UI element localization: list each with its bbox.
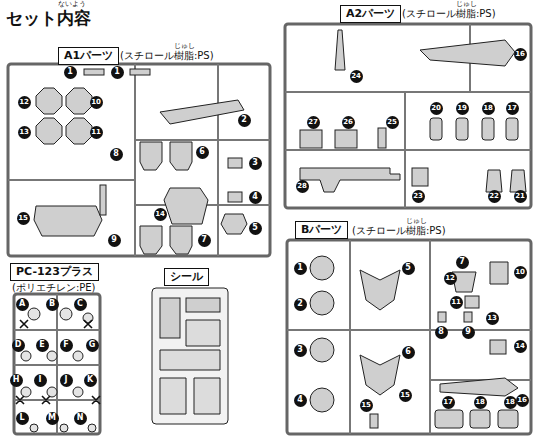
page-title: セット内容: [6, 10, 91, 27]
callout-number: 7: [198, 234, 211, 247]
callout-number: M: [46, 412, 59, 425]
furigana: じゅし: [174, 43, 195, 50]
part-group-header: A1パーツ: [58, 47, 119, 65]
callout-number: 20: [430, 102, 443, 115]
header-text: Bパーツ: [301, 224, 342, 236]
header-text: A1パーツ: [64, 50, 113, 62]
callout-number: 5: [402, 262, 415, 275]
header-text: シール: [170, 271, 203, 283]
callout-number: 18: [474, 396, 487, 409]
callout-number: 2: [238, 114, 251, 127]
callout-number: 5: [249, 222, 262, 235]
part-group-header: Bパーツ: [295, 221, 348, 239]
callout-number: H: [10, 374, 23, 387]
callout-number: 19: [456, 102, 469, 115]
callout-number: J: [60, 374, 73, 387]
callout-number: D: [12, 339, 25, 352]
callout-number: 8: [435, 326, 448, 339]
callout-number: 27: [307, 116, 320, 129]
callout-number: G: [86, 339, 99, 352]
callout-number: 16: [516, 394, 529, 407]
furigana: じゅし: [406, 218, 427, 225]
callout-number: 1: [64, 66, 77, 79]
callout-number: 15: [17, 212, 30, 225]
callout-number: 17: [506, 102, 519, 115]
callout-number: 11: [90, 126, 103, 139]
callout-number: 6: [196, 146, 209, 159]
callout-number: 25: [386, 116, 399, 129]
callout-number: 2: [294, 298, 307, 311]
callout-number: 3: [294, 344, 307, 357]
callout-number: F: [60, 339, 73, 352]
callout-number: 10: [514, 266, 527, 279]
callout-number: 24: [350, 70, 363, 83]
callout-number: 14: [514, 340, 527, 353]
callout-number: 4: [294, 394, 307, 407]
callout-number: I: [34, 374, 47, 387]
furigana: じゅし: [456, 1, 477, 8]
callout-number: L: [16, 412, 29, 425]
part-group-header: シール: [164, 268, 209, 286]
callout-number: 9: [462, 326, 475, 339]
callout-number: 26: [342, 116, 355, 129]
material-note: (スチロール樹脂:PS): [402, 9, 496, 19]
callout-number: 1: [294, 262, 307, 275]
callout-number: 15: [399, 389, 412, 402]
furigana: ないよう: [58, 1, 86, 8]
callout-number: 4: [249, 191, 262, 204]
callout-number: 28: [296, 180, 309, 193]
callout-number: 11: [450, 296, 463, 309]
callout-number: 16: [514, 48, 527, 61]
callout-number: E: [36, 339, 49, 352]
callout-number: 18: [482, 102, 495, 115]
callout-number: 3: [249, 157, 262, 170]
part-group-header: A2パーツ: [340, 5, 401, 23]
callout-number: 8: [110, 148, 123, 161]
callout-number: B: [46, 298, 59, 311]
callout-number: 6: [402, 346, 415, 359]
header-text: A2パーツ: [346, 8, 395, 20]
callout-number: 22: [488, 190, 501, 203]
callout-number: 12: [18, 96, 31, 109]
callout-number: 17: [442, 396, 455, 409]
callout-number: 23: [412, 190, 425, 203]
callout-number: N: [74, 412, 87, 425]
callout-number: 21: [514, 190, 527, 203]
callout-number: A: [16, 298, 29, 311]
callout-number: 9: [108, 234, 121, 247]
callout-number: 7: [456, 256, 469, 269]
callout-number: 1: [111, 66, 124, 79]
callout-number: 14: [154, 208, 167, 221]
callout-number: 10: [90, 96, 103, 109]
callout-number: 18: [504, 396, 517, 409]
callout-number: K: [84, 374, 97, 387]
callout-number: 13: [486, 312, 499, 325]
material-note: (スチロール樹脂:PS): [120, 51, 214, 61]
callout-number: 15: [360, 399, 373, 412]
callout-number: 13: [18, 126, 31, 139]
part-group-header: PC-123プラス: [10, 263, 99, 281]
callout-number: C: [74, 298, 87, 311]
header-text: PC-123プラス: [16, 266, 93, 278]
callout-number: 12: [444, 272, 457, 285]
material-note: (スチロール樹脂:PS): [352, 226, 446, 236]
material-note: (ポリエチレン:PE): [12, 283, 96, 293]
